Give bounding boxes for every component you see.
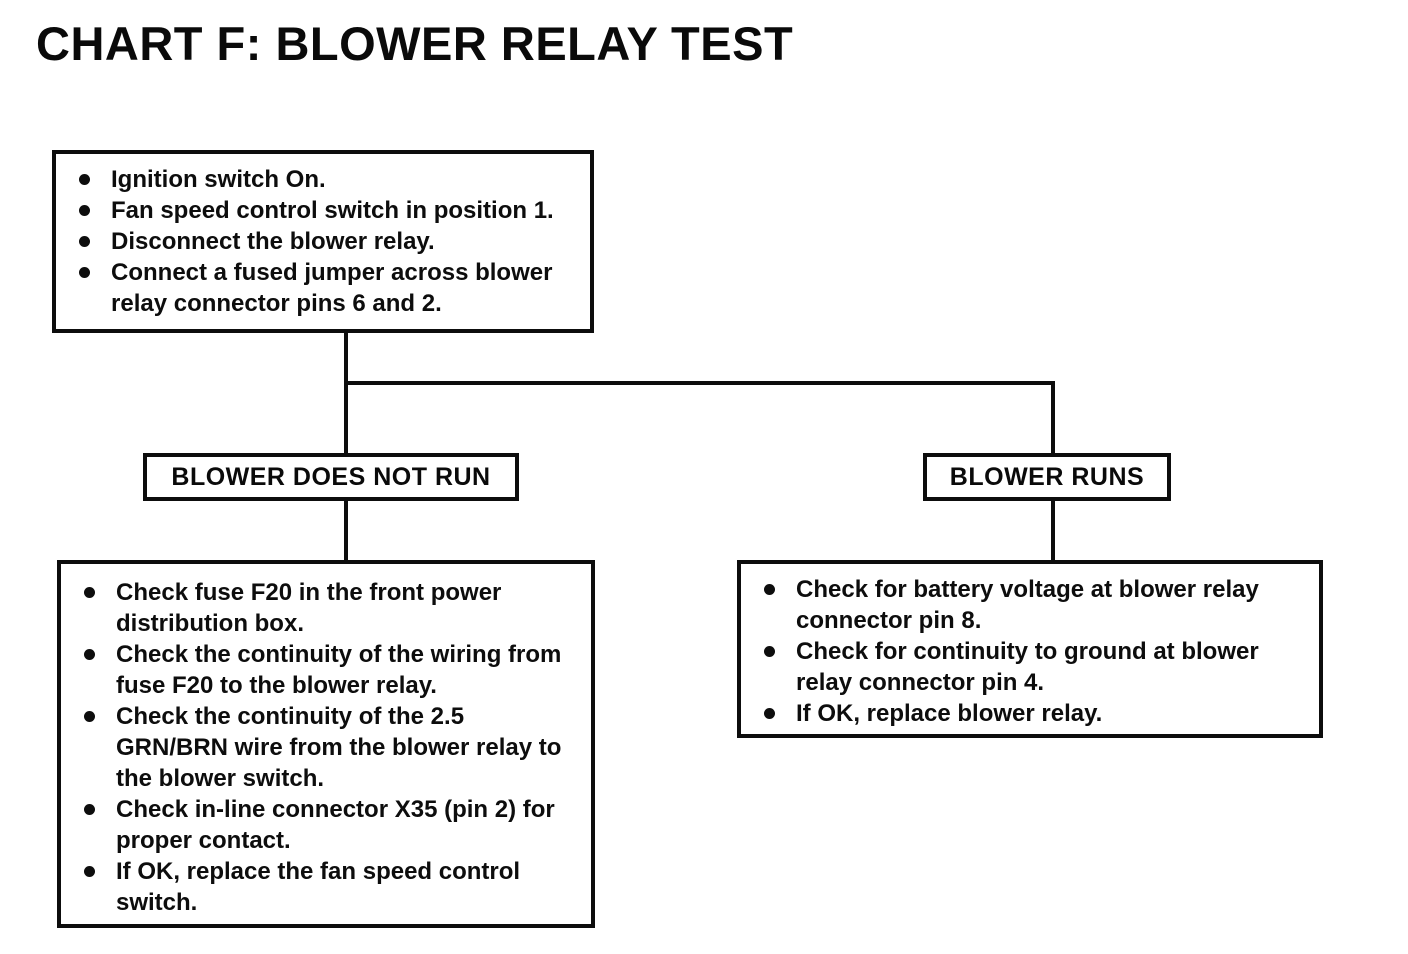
bullet-icon xyxy=(764,584,775,595)
step-text: If OK, replace the fan speed control swi… xyxy=(116,858,521,916)
blower-does-not-run-steps-box: Check fuse F20 in the front power distri… xyxy=(57,560,595,928)
bullet-icon xyxy=(84,866,95,877)
step-text: Check in-line connector X35 (pin 2) for … xyxy=(116,796,555,854)
blower-runs-steps-box: Check for battery voltage at blower rela… xyxy=(737,560,1323,738)
branch-label-text: BLOWER DOES NOT RUN xyxy=(171,462,491,491)
step-text: Disconnect the blower relay. xyxy=(111,228,435,255)
list-item: Disconnect the blower relay. xyxy=(76,226,574,257)
right-steps-list: Check for battery voltage at blower rela… xyxy=(761,574,1303,729)
bullet-icon xyxy=(764,646,775,657)
step-text: Ignition switch On. xyxy=(111,166,326,193)
list-item: Ignition switch On. xyxy=(76,164,574,195)
connector-top-stub xyxy=(344,333,348,385)
setup-steps-box: Ignition switch On. Fan speed control sw… xyxy=(52,150,594,333)
step-text: Check for continuity to ground at blower… xyxy=(796,638,1259,696)
list-item: Check in-line connector X35 (pin 2) for … xyxy=(81,794,575,856)
step-text: Connect a fused jumper across blower rel… xyxy=(111,259,553,317)
bullet-icon xyxy=(764,708,775,719)
list-item: Check for battery voltage at blower rela… xyxy=(761,574,1303,636)
list-item: Check the continuity of the wiring from … xyxy=(81,639,575,701)
connector-branch-crossbar xyxy=(344,381,1055,385)
list-item: Connect a fused jumper across blower rel… xyxy=(76,257,574,319)
step-text: Check the continuity of the 2.5 GRN/BRN … xyxy=(116,703,562,792)
bullet-icon xyxy=(84,587,95,598)
list-item: Check fuse F20 in the front power distri… xyxy=(81,577,575,639)
step-text: If OK, replace blower relay. xyxy=(796,700,1103,727)
bullet-icon xyxy=(84,649,95,660)
connector-right-stub xyxy=(1051,499,1055,562)
connector-left-stub xyxy=(344,499,348,562)
list-item: Check the continuity of the 2.5 GRN/BRN … xyxy=(81,701,575,794)
bullet-icon xyxy=(79,267,90,278)
bullet-icon xyxy=(84,711,95,722)
branch-label-blower-runs: BLOWER RUNS xyxy=(923,453,1171,501)
step-text: Check the continuity of the wiring from … xyxy=(116,641,562,699)
branch-label-blower-does-not-run: BLOWER DOES NOT RUN xyxy=(143,453,519,501)
connector-left-drop xyxy=(344,381,348,455)
branch-label-text: BLOWER RUNS xyxy=(949,462,1145,491)
step-text: Check fuse F20 in the front power distri… xyxy=(116,579,502,637)
list-item: Fan speed control switch in position 1. xyxy=(76,195,574,226)
bullet-icon xyxy=(84,804,95,815)
bullet-icon xyxy=(79,174,90,185)
step-text: Check for battery voltage at blower rela… xyxy=(796,576,1259,634)
setup-steps-list: Ignition switch On. Fan speed control sw… xyxy=(76,164,574,319)
left-steps-list: Check fuse F20 in the front power distri… xyxy=(81,577,575,918)
bullet-icon xyxy=(79,205,90,216)
page-title: CHART F: BLOWER RELAY TEST xyxy=(36,17,794,70)
step-text: Fan speed control switch in position 1. xyxy=(111,197,554,224)
bullet-icon xyxy=(79,236,90,247)
list-item: Check for continuity to ground at blower… xyxy=(761,636,1303,698)
connector-right-drop xyxy=(1051,381,1055,455)
list-item: If OK, replace the fan speed control swi… xyxy=(81,856,575,918)
list-item: If OK, replace blower relay. xyxy=(761,698,1303,729)
